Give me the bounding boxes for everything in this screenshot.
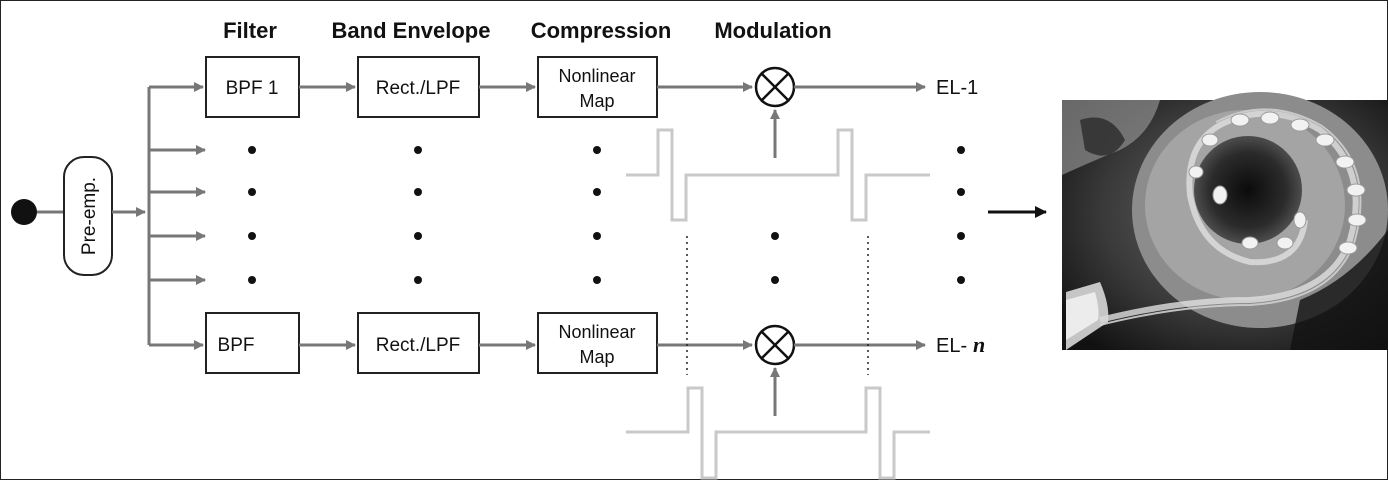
rect-lpf-1-label: Rect./LPF <box>376 78 460 99</box>
pulse-train-1 <box>626 128 930 222</box>
nonlinear-map-1-label-line2: Map <box>579 91 614 111</box>
ellipsis-dot <box>593 276 601 284</box>
output-el-n-prefix: EL- <box>936 335 967 357</box>
ellipsis-dot <box>248 232 256 240</box>
rect-lpf-n-label: Rect./LPF <box>376 335 460 356</box>
cochlear-implant-xray-image <box>1062 92 1388 350</box>
header-filter: Filter <box>223 18 277 43</box>
bpf-n-box <box>205 312 300 374</box>
ellipsis-dot <box>771 232 779 240</box>
ellipsis-dot <box>771 276 779 284</box>
rect-lpf-n-box <box>357 312 480 374</box>
bpf-1-box <box>205 56 300 118</box>
ellipsis-dot <box>414 188 422 196</box>
ellipsis-dot <box>248 276 256 284</box>
pre-emphasis-label: Pre-emp. <box>79 177 100 255</box>
ellipsis-dot <box>593 232 601 240</box>
ellipsis-dot <box>957 146 965 154</box>
multiplier-n-cross-b <box>761 331 789 359</box>
output-el-1-label: EL-1 <box>936 77 978 99</box>
bpf-n-label: BPF <box>218 335 255 356</box>
ellipsis-dot <box>248 146 256 154</box>
nonlinear-map-1-box <box>537 56 658 118</box>
ellipsis-dot <box>593 188 601 196</box>
pulse-train-n <box>626 386 930 480</box>
header-modulation: Modulation <box>714 18 831 43</box>
output-el-n-suffix: n <box>973 332 985 357</box>
ellipsis-dot <box>593 146 601 154</box>
ellipsis-dot <box>414 276 422 284</box>
ellipsis-dots <box>248 146 965 284</box>
header-compression: Compression <box>531 18 672 43</box>
ellipsis-dot <box>414 232 422 240</box>
ellipsis-dot <box>248 188 256 196</box>
header-band-envelope: Band Envelope <box>332 18 491 43</box>
input-node <box>11 199 37 225</box>
ellipsis-dot <box>414 146 422 154</box>
ellipsis-dot <box>957 276 965 284</box>
nonlinear-map-n-label-line2: Map <box>579 347 614 367</box>
ellipsis-dot <box>957 232 965 240</box>
nonlinear-map-1-label-line1: Nonlinear <box>558 66 635 86</box>
ellipsis-dot <box>957 188 965 196</box>
rect-lpf-1-box <box>357 56 480 118</box>
bpf-1-label: BPF 1 <box>226 78 279 99</box>
multiplier-1-cross-b <box>761 73 789 101</box>
nonlinear-map-n-box <box>537 312 658 374</box>
pre-emphasis-box <box>63 156 113 276</box>
nonlinear-map-n-label-line1: Nonlinear <box>558 322 635 342</box>
